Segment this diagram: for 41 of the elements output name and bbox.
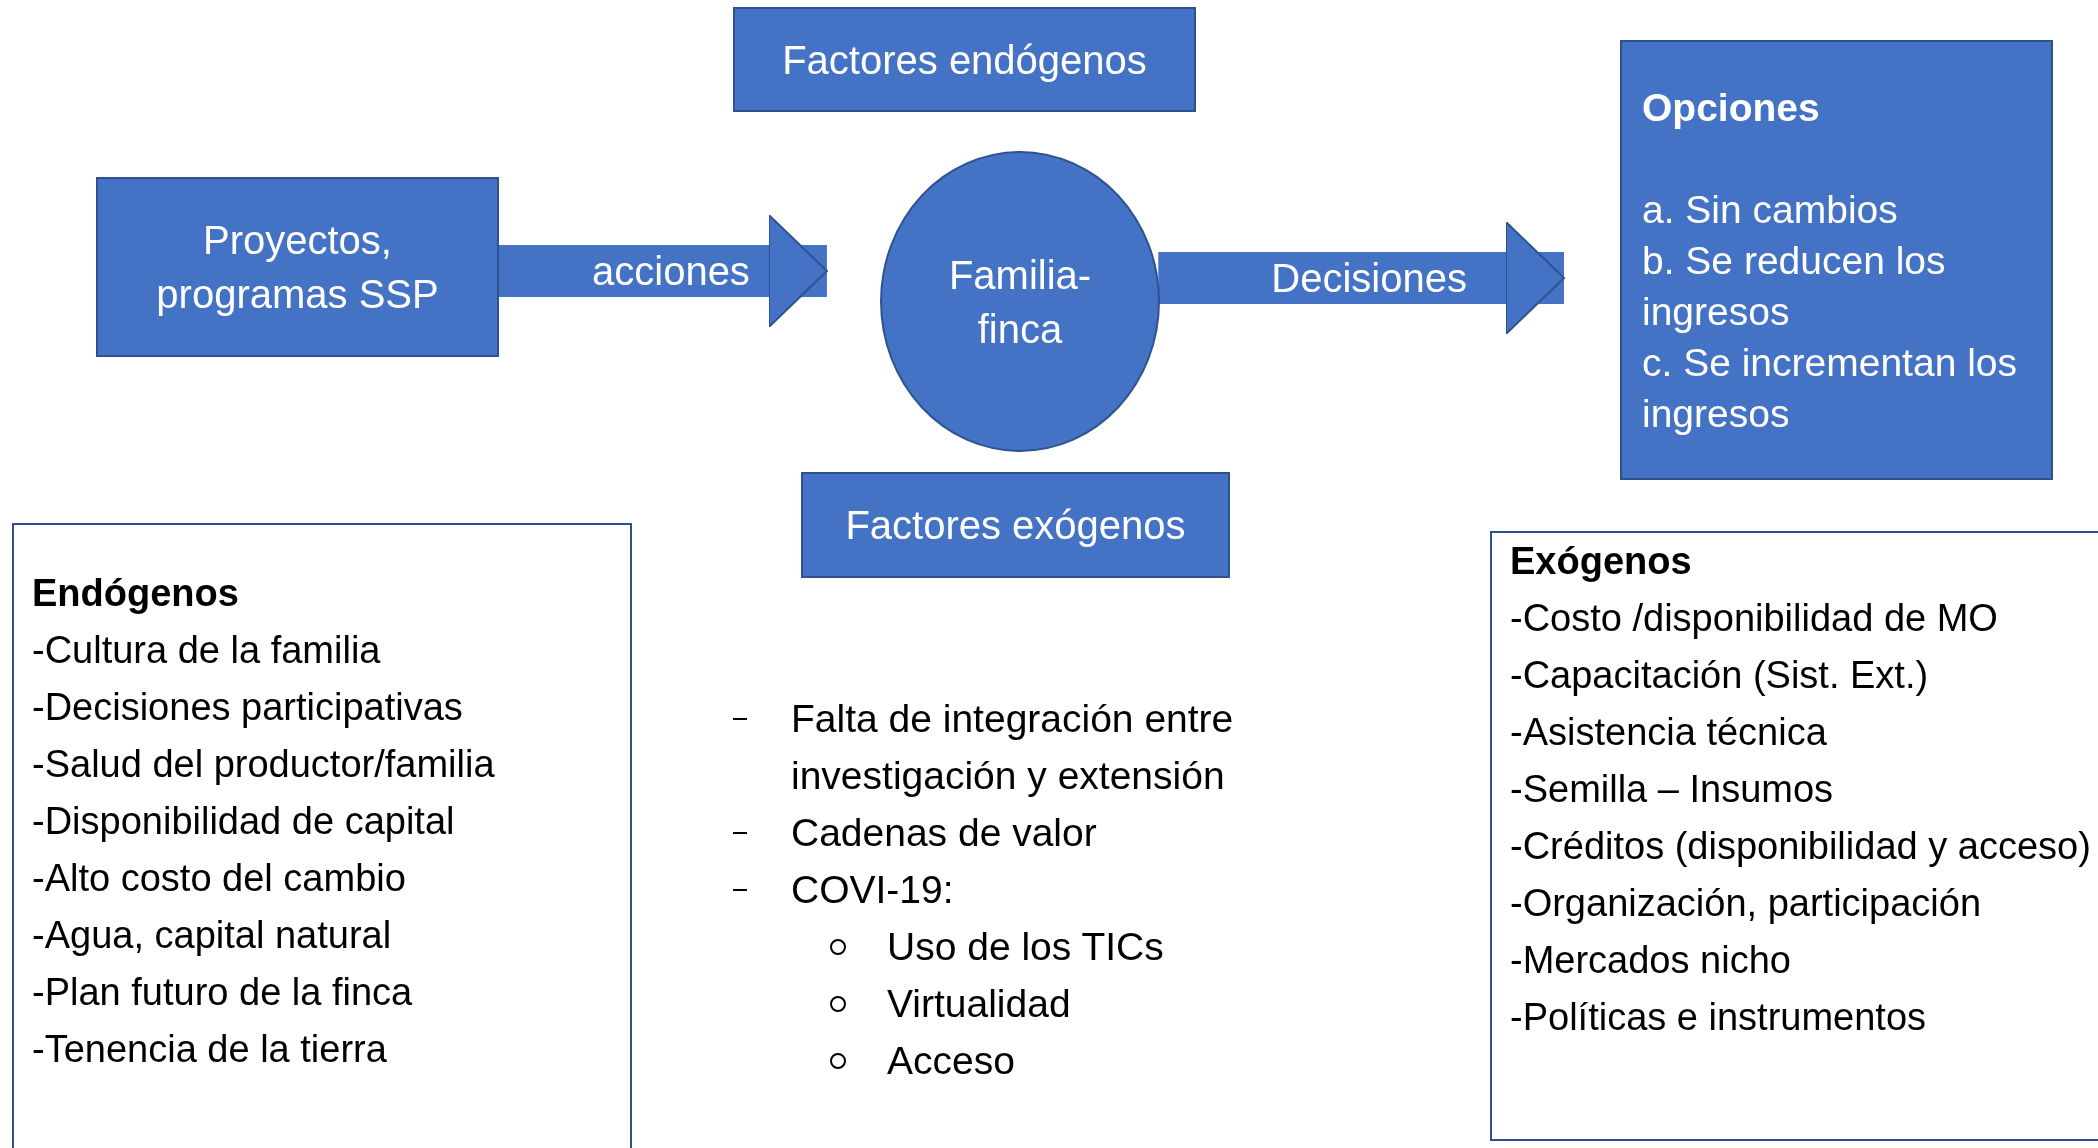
list-item: -Salud del productor/familia — [32, 742, 496, 787]
node-label: Factores endógenos — [782, 36, 1147, 84]
node-label: Familia-finca — [947, 251, 1093, 353]
heading: Opciones — [1642, 85, 1821, 131]
list-item: -Decisiones participativas — [32, 685, 464, 730]
list-item: -Capacitación (Sist. Ext.) — [1510, 653, 1930, 698]
list-item: -Plan futuro de la finca — [32, 970, 414, 1015]
list-item: Virtualidad — [887, 981, 1071, 1027]
list-item: -Créditos (disponibilidad y acceso) — [1510, 824, 2092, 869]
heading: Endógenos — [32, 571, 240, 616]
node-label: Factores exógenos — [845, 502, 1186, 549]
list-item: c. Se incrementan los ingresos — [1642, 340, 2018, 437]
list-item: -Semilla – Insumos — [1510, 767, 1835, 812]
list-item: -Tenencia de la tierra — [32, 1027, 388, 1072]
node-label: Proyectos, programas SSP — [155, 217, 440, 318]
list-item: -Mercados nicho — [1510, 938, 1792, 983]
list-item: COVI-19: — [791, 867, 954, 913]
factor-box — [733, 7, 1196, 112]
list-item: -Organización, participación — [1510, 881, 1982, 926]
list-item: -Alto costo del cambio — [32, 856, 407, 901]
process-box — [96, 177, 499, 357]
edge-label: acciones — [592, 248, 750, 294]
list-box — [12, 523, 632, 1148]
list-item: -Cultura de la familia — [32, 628, 382, 673]
list-item: Acceso — [887, 1038, 1015, 1084]
list-item: Falta de integración entre investigación y extensión — [791, 696, 1235, 799]
list-item: -Asistencia técnica — [1510, 710, 1828, 755]
list-item: -Costo /disponibilidad de MO — [1510, 596, 1999, 641]
factor-box — [801, 472, 1230, 578]
list-item: -Agua, capital natural — [32, 913, 393, 958]
list-item: -Políticas e instrumentos — [1510, 995, 1928, 1040]
block-arrow — [499, 214, 828, 328]
list-item: Uso de los TICs — [887, 924, 1164, 970]
list-item: a. Sin cambios — [1642, 187, 1899, 233]
options-box — [1620, 40, 2053, 480]
list-box — [1490, 531, 2098, 1141]
heading: Exógenos — [1510, 539, 1693, 584]
list-item: -Disponibilidad de capital — [32, 799, 456, 844]
block-arrow — [1158, 221, 1565, 335]
edge-label: Decisiones — [1271, 255, 1467, 301]
list-item: Cadenas de valor — [791, 810, 1097, 856]
